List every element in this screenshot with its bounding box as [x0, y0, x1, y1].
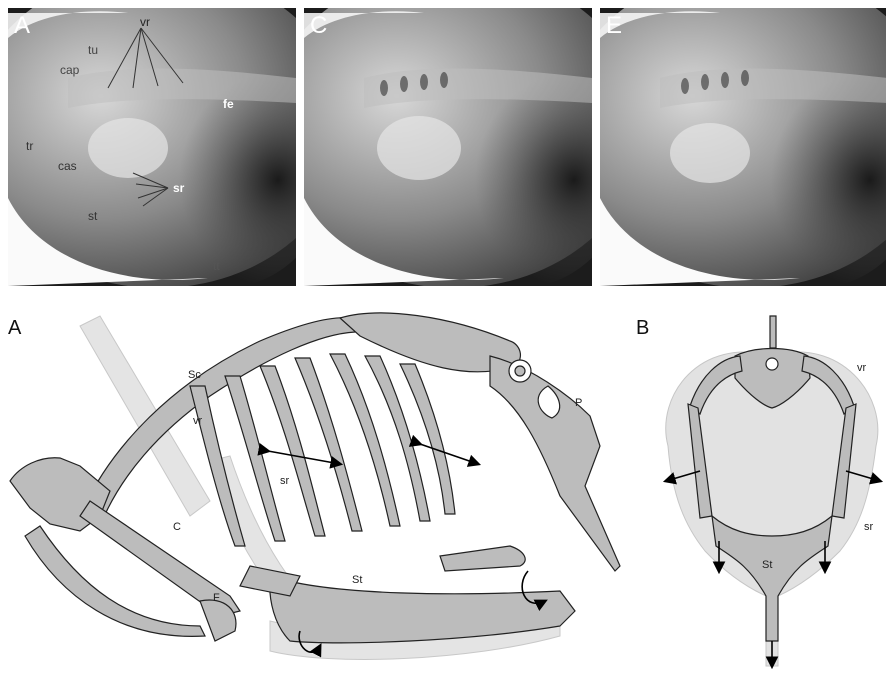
cross-panel-letter: B [636, 317, 649, 339]
label-st: St [352, 574, 362, 586]
lateral-panel-letter: A [8, 317, 22, 339]
label-vr-cross: vr [857, 362, 867, 374]
label-p: P [575, 397, 582, 409]
label-sc: Sc [188, 369, 201, 381]
panel-letter: A [14, 12, 30, 40]
panel-letter: C [310, 12, 327, 40]
label-vr-lateral: vr [193, 415, 203, 427]
label-st: st [88, 209, 98, 223]
xray-panel-c: C [304, 8, 592, 286]
label-vr: vr [140, 15, 150, 29]
skeleton-diagram: A [0, 296, 886, 673]
label-st-cross: St [762, 559, 772, 571]
label-sr: sr [173, 181, 185, 195]
label-tu: tu [88, 43, 98, 57]
label-sr-cross: sr [864, 521, 874, 533]
label-cap: cap [60, 63, 80, 77]
xray-panel-e: E [600, 8, 886, 286]
label-f: F [213, 592, 220, 604]
label-sr-lateral: sr [280, 475, 290, 487]
label-tr: tr [26, 139, 33, 153]
xray-panel-a: vr tu cap fe tr cas sr st tt A [8, 8, 296, 286]
label-cas: cas [58, 159, 77, 173]
label-tt: tt [213, 259, 220, 273]
label-c: C [173, 521, 181, 533]
label-fe: fe [223, 97, 234, 111]
panel-letter: E [606, 12, 622, 40]
